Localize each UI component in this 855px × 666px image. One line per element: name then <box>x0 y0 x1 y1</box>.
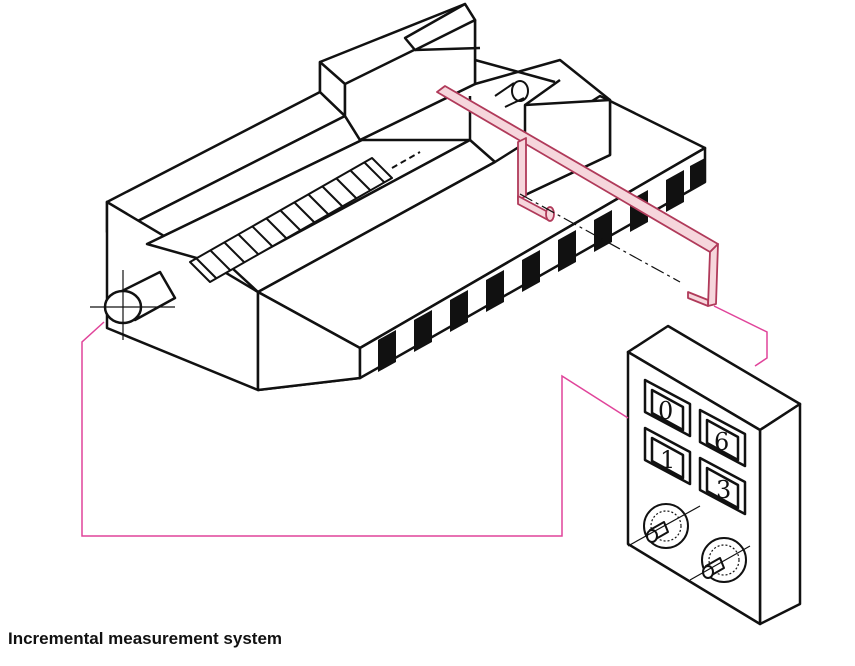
rear-block <box>318 2 612 197</box>
reading-pointer <box>436 85 719 307</box>
display-digit-bottom-left: 1 <box>660 446 675 474</box>
encoder-shaft <box>90 270 177 340</box>
lead-screw <box>189 80 529 283</box>
signal-cables <box>81 305 768 537</box>
display-digit-top-right: 6 <box>714 428 729 456</box>
left-adjust-knob <box>643 503 689 549</box>
scale-cable <box>713 305 768 367</box>
display-digit-top-left: 0 <box>658 397 673 425</box>
encoder-cable <box>81 321 629 537</box>
right-adjust-knob <box>701 537 747 583</box>
display-digit-bottom-right: 3 <box>716 476 731 504</box>
measuring-scale <box>378 158 705 372</box>
figure-caption: Incremental measurement system <box>8 629 283 648</box>
